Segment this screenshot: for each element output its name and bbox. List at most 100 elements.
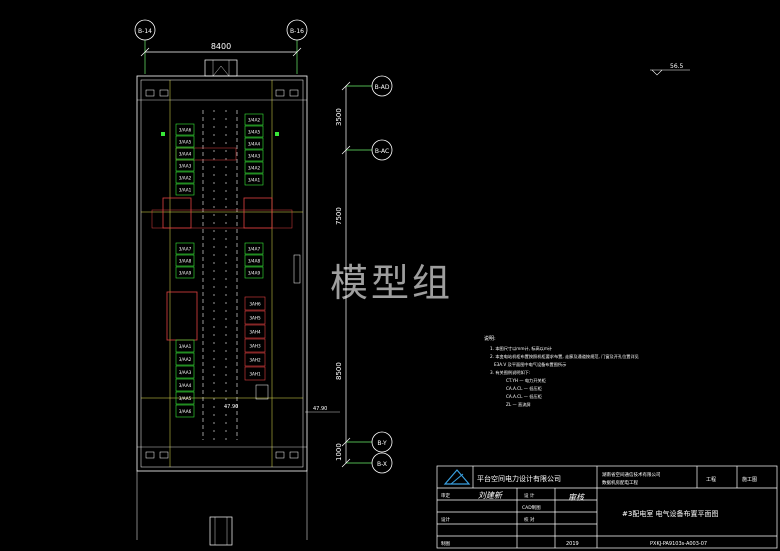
top-dimension: 8400 (211, 42, 231, 51)
cabinet-box (244, 352, 266, 367)
date-text: 2019 (566, 541, 579, 547)
cabinet-label: 3AH6 (249, 302, 261, 307)
cabinet-box (175, 339, 195, 353)
cabinet-box (244, 242, 264, 255)
cabinet-label: 3AH5 (249, 316, 261, 321)
cabinet-label: 3AH4 (249, 330, 261, 335)
top-grid-axes (140, 40, 302, 74)
cabinet-label: 3/4A8 (248, 259, 261, 264)
cabinet-box (175, 242, 195, 255)
right-dim-3: 8500 (335, 362, 343, 380)
project-line-2: 数据机房配电工程 (602, 479, 638, 486)
cabinet-box (175, 183, 195, 196)
axis-label-ac: B-AC (375, 148, 389, 155)
role-b: CAD制图 (522, 504, 541, 511)
grid-bubble-right (286, 19, 308, 41)
signer-name: 刘建新 (478, 491, 503, 500)
cabinet-box (244, 137, 264, 150)
company-logo (443, 469, 471, 485)
floor-level-1: 47.90 (224, 404, 238, 410)
cabinet-label: 3AH2 (249, 358, 261, 363)
cabinet-label: 3/AA3 (179, 164, 192, 169)
cabinet-box (244, 338, 266, 353)
cabinet-box (244, 161, 264, 174)
note-line: 1. 本图尺寸以mm计, 标高以m计 (490, 345, 552, 352)
right-dim-1: 3500 (335, 108, 343, 126)
cabinet-box (244, 266, 264, 279)
cabinet-label: 3/4A4 (248, 142, 261, 147)
cabinet-box (244, 113, 264, 126)
company-name: 平台空间电力设计有限公司 (477, 474, 561, 483)
cabinet-box (175, 254, 195, 267)
cabinet-label: 3/4A7 (248, 247, 261, 252)
drawing-title: #3配电室 电气设备布置平面图 (622, 509, 719, 518)
cabinet-label: 3/AA5 (179, 396, 192, 401)
elevation-text: 56.5 (670, 63, 684, 70)
sig-label-3: 制图 (441, 540, 450, 547)
cabinet-box (175, 365, 195, 379)
cabinet-box (175, 352, 195, 366)
watermark: 模型组 (330, 261, 454, 305)
cabinet-label: 3/AA9 (179, 271, 192, 276)
cabinet-group-right-lower: 3AH6 3AH5 3AH4 3AH3 3AH2 3AH1 (244, 296, 266, 381)
note-line: 3. 有关图例说明如下: (490, 369, 530, 376)
grid-label-right: B-16 (290, 28, 304, 35)
cabinet-box (244, 324, 266, 339)
cabinet-box (244, 310, 266, 325)
notes-lines: 1. 本图尺寸以mm计, 标高以m计 2. 本变电站机柜布置按照机柜要求布置, … (490, 345, 639, 408)
cabinet-label: 3/AA6 (179, 409, 192, 414)
cabinet-label: 3/4A5 (248, 130, 261, 135)
cabinet-label: 3/AA5 (179, 140, 192, 145)
equipment-marks (145, 89, 301, 459)
stage-label: 工程 (706, 476, 716, 483)
notes-heading: 说明: (484, 335, 496, 342)
cabinet-box (175, 123, 195, 136)
cabinet-box (244, 366, 266, 381)
cabinet-box (175, 135, 195, 148)
cabinet-box (175, 378, 195, 392)
cabinet-box (244, 254, 264, 267)
role-a: 设 计 (524, 492, 535, 499)
cabinet-box (175, 391, 195, 405)
green-indicators (161, 132, 279, 136)
cabinet-box (175, 159, 195, 172)
right-grid-axes (341, 81, 372, 468)
cabinet-label: 3AH1 (249, 372, 261, 377)
cabinet-label: 3/AA7 (179, 247, 192, 252)
cabinet-box (175, 404, 195, 418)
right-dim-2: 7500 (335, 207, 343, 225)
note-line: ZL — 直流屏 (506, 401, 531, 408)
cabinet-box (175, 171, 195, 184)
aisle-markers (202, 110, 238, 440)
axis-label-y: B-Y (377, 440, 387, 447)
axis-label-x: B-X (377, 461, 387, 468)
cabinet-label: 3/AA2 (179, 357, 192, 362)
project-line-1: 湖南省空间通信技术有限公司 (602, 471, 661, 478)
drawing-number: PXKJ-PA9103s-A003-07 (650, 541, 707, 547)
cabinet-label: 3/AA6 (179, 128, 192, 133)
cabinet-label: 3/AA1 (179, 188, 192, 193)
cabinet-box (244, 149, 264, 162)
cabinet-label: 3AH3 (249, 344, 261, 349)
cabinet-label: 3/4A1 (248, 178, 261, 183)
title-block (436, 465, 778, 549)
note-line: E3A.V 及平面图中电气设备布置图所示 (494, 361, 566, 368)
note-line: CA.A.CL — 低压柜 (506, 393, 542, 400)
cabinet-label: 3/4A3 (248, 154, 261, 159)
cabinet-label: 3/AA3 (179, 370, 192, 375)
note-line: CT.YH — 电力开关柜 (506, 377, 546, 384)
cabinet-label: 3/4A2 (248, 166, 261, 171)
cabinet-label: 3/AA4 (179, 383, 192, 388)
right-dim-4: 1000 (335, 443, 343, 461)
sig-label-2: 设计 (441, 516, 450, 523)
cabinet-box (244, 125, 264, 138)
interior-grid (141, 80, 303, 467)
cabinet-label: 3/AA4 (179, 152, 192, 157)
cabinet-label: 3/4A9 (248, 271, 261, 276)
cable-trays (151, 147, 293, 341)
